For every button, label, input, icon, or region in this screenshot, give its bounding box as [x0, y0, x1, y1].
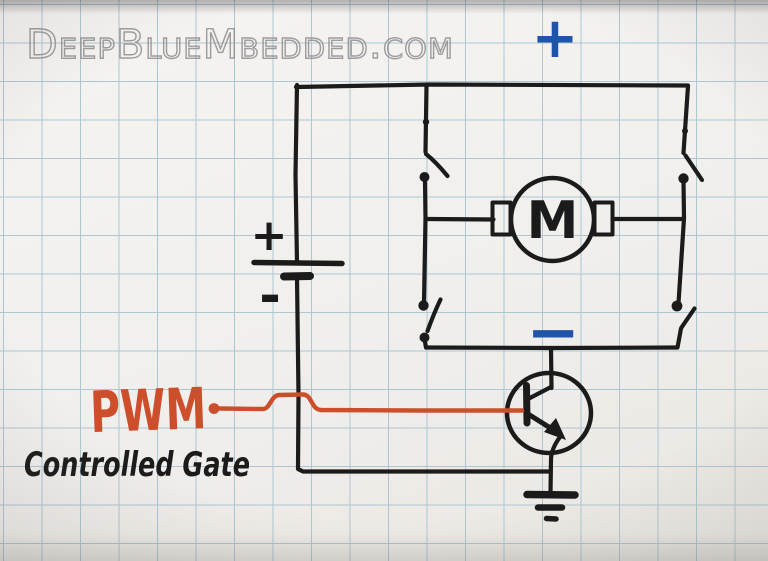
transistor-circle [504, 370, 594, 456]
top-rail-wire [293, 82, 691, 90]
pwm-node-dot [208, 403, 220, 414]
switch-top-right [676, 83, 705, 306]
emitter-wire [548, 434, 563, 496]
battery-minus-label: - [259, 266, 281, 326]
ground-bar-short [543, 515, 559, 522]
battery-plate-short [280, 272, 314, 281]
battery-symbol: + - [251, 210, 345, 326]
switch-wire [681, 83, 691, 156]
pwm-wire [217, 392, 525, 413]
watermark-text: DeepBlueMbedded.com [26, 22, 454, 68]
battery-plate-long [251, 259, 345, 267]
power-rails [293, 82, 691, 474]
ink-blob [682, 128, 688, 134]
switch-wire [676, 177, 687, 306]
pwm-label: PWM [89, 376, 207, 446]
switch-bottom-left [418, 297, 443, 350]
switch-blade [679, 306, 697, 330]
pwm-signal: PWM [89, 376, 525, 446]
motor-label: M [527, 191, 579, 251]
switch-blade [423, 151, 450, 179]
motor-circle [508, 175, 597, 264]
ground-bar-long [523, 490, 579, 499]
switch-wire [422, 336, 429, 350]
battery-top-wire [293, 82, 300, 265]
battery-plus-label: + [251, 210, 288, 261]
switch-blade [683, 153, 705, 183]
collector-lead [525, 384, 554, 402]
transistor-symbol [504, 345, 594, 496]
base-bar [523, 382, 531, 427]
emitter-lead [525, 411, 555, 432]
ground-symbol [523, 490, 579, 522]
motor-symbol: M [424, 175, 686, 264]
switch-wire [675, 326, 684, 350]
controlled-gate-caption: Controlled Gate [24, 445, 250, 485]
emitter-arrow [544, 418, 566, 440]
switch-top-left [419, 83, 450, 305]
collector-wire [548, 345, 554, 391]
contact-dot [418, 300, 429, 311]
switch-bottom-right [671, 300, 697, 350]
switch-blade [425, 297, 443, 334]
contact-dot [671, 300, 683, 312]
motor-brush-right [592, 200, 615, 237]
supply-plus-label: + [532, 6, 579, 71]
battery-ground-wire [294, 274, 552, 474]
switch-wire [421, 176, 428, 305]
motor-left-wire [424, 216, 496, 222]
ink-blob [422, 118, 430, 126]
